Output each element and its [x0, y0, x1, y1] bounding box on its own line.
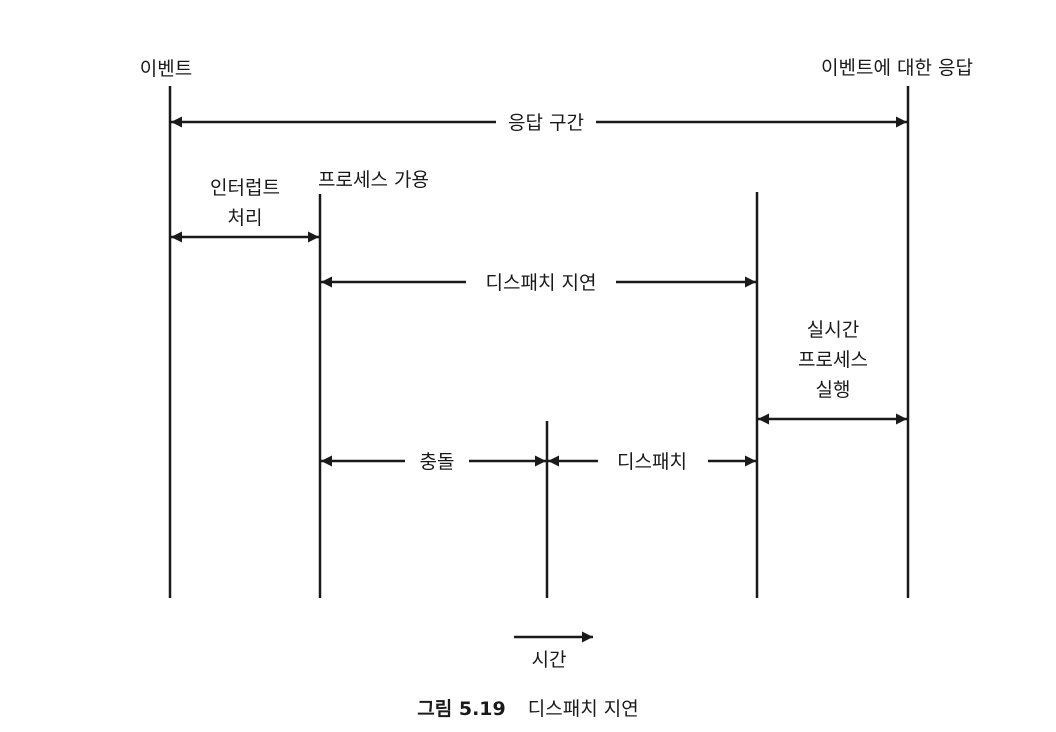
figure-title: 디스패치 지연: [527, 698, 639, 720]
figure-number: 그림 5.19: [417, 698, 506, 720]
process-available-label: 프로세스 가용: [318, 169, 429, 191]
interrupt-processing-label-line1: 인터럽트: [210, 177, 280, 199]
rt-process-label-line2: 프로세스: [798, 349, 868, 371]
dispatch-latency-diagram: 이벤트 이벤트에 대한 응답 응답 구간 인터럽트 처리 프로세스 가용 디스패…: [140, 57, 973, 671]
figure-caption: 그림 5.19 디스패치 지연: [0, 694, 1056, 721]
dispatch-label: 디스패치: [617, 451, 687, 473]
conflict-label: 충돌: [420, 451, 455, 473]
rt-process-label-line1: 실시간: [807, 319, 859, 341]
interrupt-processing-label-line2: 처리: [228, 207, 263, 229]
response-interval-label: 응답 구간: [508, 112, 584, 134]
time-label: 시간: [532, 649, 567, 671]
dispatch-latency-label: 디스패치 지연: [486, 272, 597, 294]
event-response-label: 이벤트에 대한 응답: [821, 57, 973, 79]
event-label: 이벤트: [140, 58, 192, 80]
rt-process-label-line3: 실행: [816, 379, 851, 401]
